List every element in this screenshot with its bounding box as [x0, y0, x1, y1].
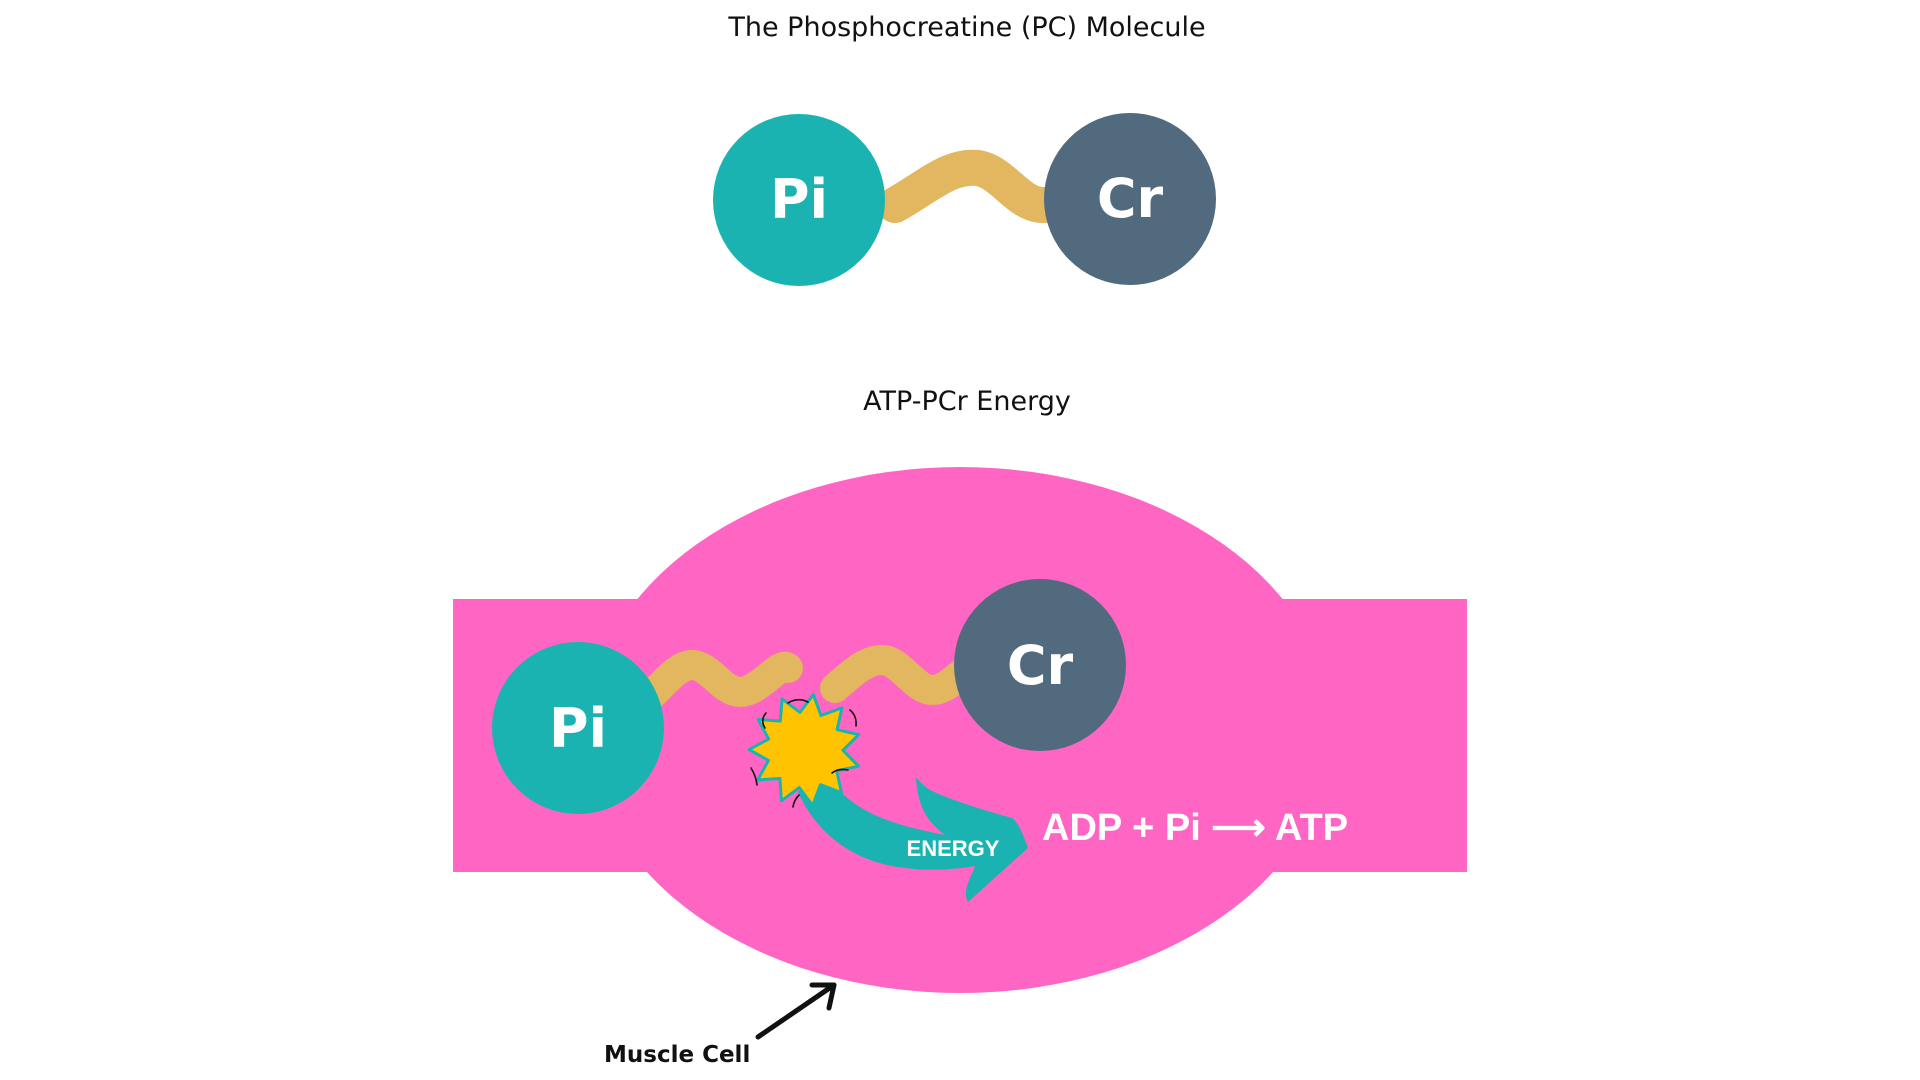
creatine-label: Cr — [1097, 167, 1164, 230]
muscle-cell-pointer-arrow — [755, 982, 837, 1040]
creatine-circle — [1044, 113, 1216, 285]
muscle-cell — [453, 467, 1467, 993]
muscle-cell-body — [588, 467, 1332, 993]
burst-motion-lines — [750, 698, 857, 808]
broken-bond-left — [625, 650, 803, 720]
released-phosphate-label: Pi — [549, 697, 607, 760]
phosphate-circle — [713, 114, 885, 286]
energy-burst-icon — [747, 693, 861, 808]
energy-label: ENERGY — [907, 836, 1000, 861]
released-phosphate-circle — [492, 642, 664, 814]
muscle-cell-label: Muscle Cell — [604, 1042, 750, 1068]
released-creatine-circle — [954, 579, 1126, 751]
released-creatine-label: Cr — [1007, 634, 1074, 697]
reaction-equation: ADP + Pi ⟶ ATP — [1042, 807, 1348, 849]
title-atp-pcr-energy: ATP-PCr Energy — [863, 386, 1071, 417]
energy-arrow — [798, 772, 1028, 902]
title-phosphocreatine-molecule: The Phosphocreatine (PC) Molecule — [728, 12, 1206, 43]
pc-molecule: Pi Cr — [713, 113, 1216, 286]
broken-bond-right — [820, 645, 985, 705]
phosphate-label: Pi — [770, 168, 828, 231]
